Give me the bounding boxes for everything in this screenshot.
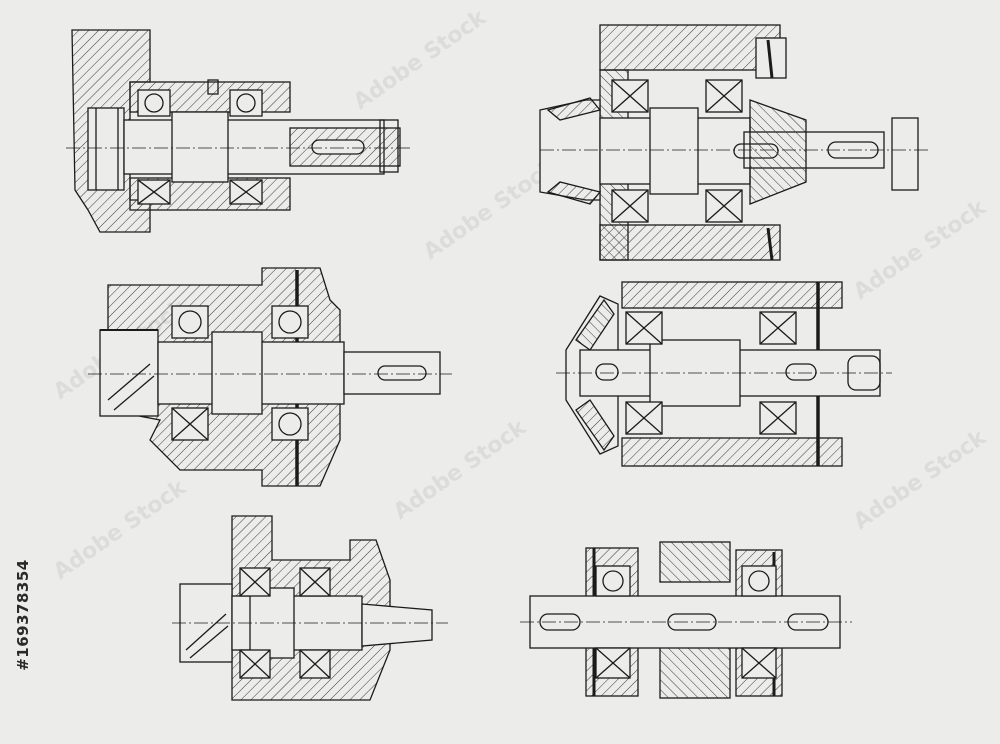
pinion-shaft-bottom-left [172, 515, 448, 701]
bevel-pinion-shaft-top-right [539, 24, 930, 261]
stock-id-label: #169378354 [11, 500, 35, 730]
shaft-assembly-top-left [66, 29, 410, 233]
watermark: Adobe Stock [349, 5, 492, 115]
stock-id-text: #169378354 [14, 559, 33, 671]
watermark: Adobe Stock [49, 475, 192, 585]
gear-shaft-middle-left [88, 267, 452, 487]
double-shaft-bottom-right [520, 541, 852, 699]
watermark: Adobe Stock [849, 195, 992, 305]
watermark: Adobe Stock [849, 425, 992, 535]
bevel-gear-shaft-middle-right [556, 281, 892, 467]
watermark: Adobe Stock [389, 415, 532, 525]
